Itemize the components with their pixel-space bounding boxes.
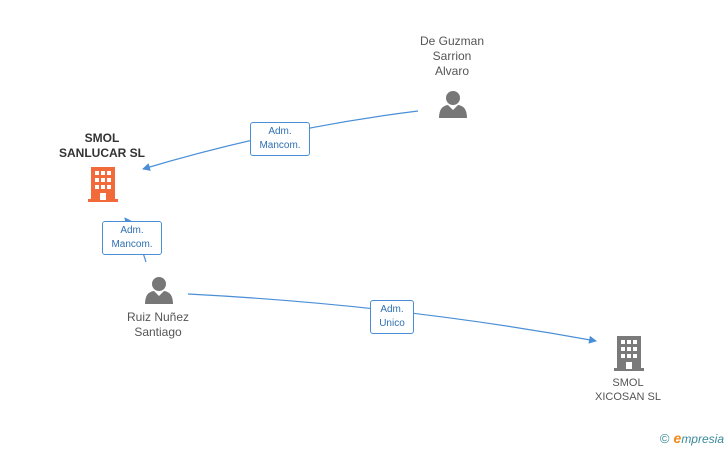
edge-label-adm-unico[interactable]: Adm. Unico — [370, 300, 414, 334]
copyright-symbol: © — [659, 430, 670, 446]
building-icon[interactable] — [614, 336, 644, 371]
person-icon[interactable] — [145, 277, 173, 304]
edge-label-adm-mancom[interactable]: Adm. Mancom. — [102, 221, 162, 255]
person-icon[interactable] — [439, 91, 467, 118]
node-label-smol-sanlucar[interactable]: SMOL SANLUCAR SL — [59, 131, 145, 160]
node-label-smol-xicosan[interactable]: SMOL XICOSAN SL — [594, 377, 662, 403]
node-label-de-guzman[interactable]: De Guzman Sarrion Alvaro — [419, 34, 485, 78]
node-label-ruiz-nunez[interactable]: Ruiz Nuñez Santiago — [126, 310, 190, 339]
brand-name: mpresia — [681, 432, 724, 446]
brand-logo: © empresia — [660, 430, 724, 446]
building-icon[interactable] — [88, 167, 118, 202]
brand-initial: e — [673, 430, 682, 446]
edge-label-adm-mancom[interactable]: Adm. Mancom. — [250, 122, 310, 156]
